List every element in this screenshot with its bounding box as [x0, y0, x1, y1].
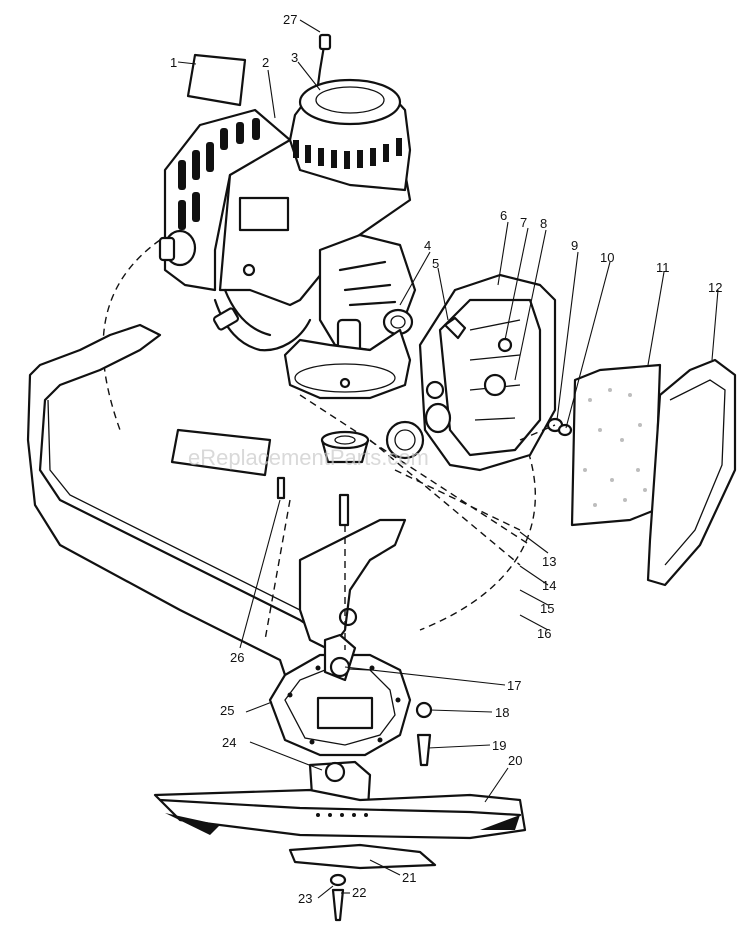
callout-19: 19	[492, 738, 506, 753]
deck-bolt	[276, 476, 286, 500]
watermark-text: eReplacementParts.com	[188, 445, 429, 470]
engine-window	[238, 196, 290, 232]
callout-12: 12	[708, 280, 722, 295]
callout-18: 18	[495, 705, 509, 720]
callout-22: 22	[352, 885, 366, 900]
callout-27: 27	[283, 12, 297, 27]
callout-6: 6	[500, 208, 507, 223]
mower-deck	[26, 239, 536, 702]
callout-9: 9	[571, 238, 578, 253]
callout-5: 5	[432, 256, 439, 271]
spindle-parts	[320, 430, 370, 527]
callout-labels: 1 2 3 4 5 6 7 8 9 10 11 12 13 14 15 16 1…	[170, 12, 722, 906]
callout-26: 26	[230, 650, 244, 665]
cutting-blade	[153, 788, 527, 922]
callout-2: 2	[262, 55, 269, 70]
foam-filter	[570, 363, 662, 527]
callout-10: 10	[600, 250, 614, 265]
leader-lines	[177, 19, 719, 899]
air-cleaner-knob	[385, 420, 425, 460]
air-cleaner-assembly	[385, 273, 737, 587]
callout-1: 1	[170, 55, 177, 70]
engine-assembly	[158, 78, 417, 400]
callout-20: 20	[508, 753, 522, 768]
callout-14: 14	[542, 578, 556, 593]
callout-25: 25	[220, 703, 234, 718]
callout-13: 13	[542, 554, 556, 569]
callout-21: 21	[402, 870, 416, 885]
callout-23: 23	[298, 891, 312, 906]
callout-4: 4	[424, 238, 431, 253]
callout-11: 11	[656, 260, 670, 275]
deck-decal	[170, 428, 272, 477]
callout-8: 8	[540, 216, 547, 231]
callout-7: 7	[520, 215, 527, 230]
callout-16: 16	[537, 626, 551, 641]
label-plate	[186, 53, 247, 107]
callout-24: 24	[222, 735, 236, 750]
callout-17: 17	[507, 678, 521, 693]
air-cleaner-cover	[646, 358, 737, 587]
callout-15: 15	[540, 601, 554, 616]
callout-3: 3	[291, 50, 298, 65]
spark-plug-wire	[316, 33, 332, 87]
